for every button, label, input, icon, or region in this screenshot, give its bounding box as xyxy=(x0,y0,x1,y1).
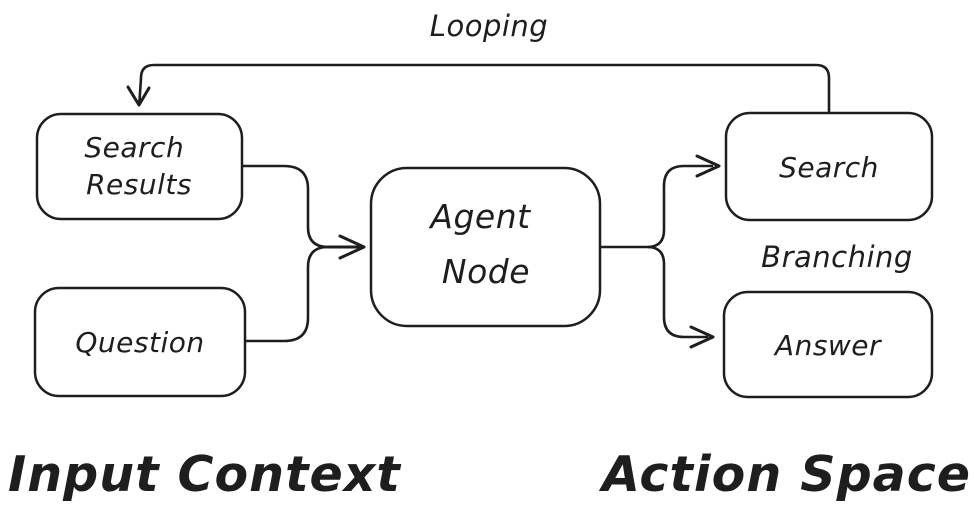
node-search-results-label-line1: Search xyxy=(84,131,184,164)
looping-label: Looping xyxy=(430,9,548,43)
arrowhead-right-icon xyxy=(695,154,721,178)
node-search-results-label: Search Results xyxy=(84,131,193,201)
node-question: Question xyxy=(33,286,247,398)
node-agent-node-label-line1: Agent xyxy=(428,197,531,236)
node-agent-node-label: Agent Node xyxy=(428,197,541,291)
arrowhead-down-icon xyxy=(126,85,151,107)
edge-agent-node-to-search xyxy=(647,154,721,249)
node-search: Search xyxy=(724,111,934,222)
edge-search-results-to-agent-node xyxy=(241,164,330,249)
node-search-results-label-line2: Results xyxy=(86,168,192,201)
edge-agent-node-to-answer xyxy=(647,245,715,349)
node-search-results: Search Results xyxy=(35,112,244,221)
node-search-label: Search xyxy=(779,151,879,184)
edge-merge-arrow-shaft xyxy=(326,234,366,260)
arrowhead-right-icon xyxy=(338,234,366,260)
input-context-label: Input Context xyxy=(8,446,401,503)
arrowhead-right-icon xyxy=(689,325,715,349)
branching-label: Branching xyxy=(761,240,913,274)
edge-loop-search-to-search-results xyxy=(126,63,831,113)
node-agent-node-label-line2: Node xyxy=(442,252,530,291)
action-space-label: Action Space xyxy=(598,446,971,503)
node-answer: Answer xyxy=(722,290,934,399)
node-agent-node: Agent Node xyxy=(369,166,602,328)
edge-question-to-agent-node xyxy=(244,245,330,343)
node-question-label: Question xyxy=(75,326,204,359)
node-answer-label: Answer xyxy=(773,329,882,362)
